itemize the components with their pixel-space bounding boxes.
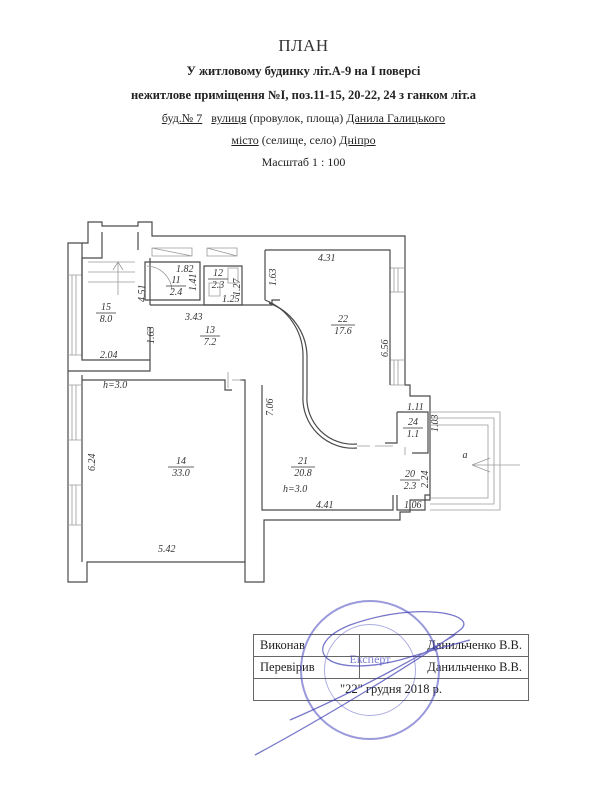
porch-a	[430, 411, 520, 511]
room-14-number: 14	[176, 456, 186, 467]
room-24-number: 24	[408, 417, 418, 428]
city-name: Дніпро	[339, 133, 376, 147]
svg-text:1.41: 1.41	[188, 274, 199, 292]
stamp-text: Експерт	[349, 652, 391, 666]
porch-label: а	[463, 450, 468, 461]
room-20-number: 20	[405, 469, 415, 480]
plan-subtitle-building: У житловому будинку літ.А-9 на І поверсі	[186, 64, 421, 78]
room-13-area: 7.2	[204, 337, 217, 348]
svg-text:5.42: 5.42	[158, 544, 176, 555]
svg-text:7.06: 7.06	[265, 399, 276, 417]
street-hint: (провулок, площа)	[249, 111, 344, 125]
scale-label: Масштаб 1 : 100	[261, 155, 346, 169]
room-15-number: 15	[101, 302, 111, 313]
room-22-walls	[264, 249, 391, 449]
svg-text:1.82: 1.82	[176, 264, 194, 275]
room-11-area: 2.4	[170, 287, 183, 298]
room-24-area: 1.1	[407, 429, 420, 440]
svg-text:4.31: 4.31	[318, 253, 336, 264]
city-line: місто (селище, село) Дніпро	[0, 133, 607, 148]
svg-text:1.25: 1.25	[222, 294, 240, 305]
room-15-area: 8.0	[100, 314, 113, 325]
room-14-area: 33.0	[171, 468, 190, 479]
svg-text:1.11: 1.11	[407, 402, 424, 413]
svg-text:6.24: 6.24	[87, 454, 98, 472]
stamp-inner-ring	[324, 624, 416, 716]
room-labels: 11 2.4 12 2.3 13 7.2 14 33.0 15 8.0 20 2…	[96, 268, 468, 495]
street-name: Данила Галицького	[346, 111, 446, 125]
city-label: місто	[231, 133, 259, 147]
city-hint: (селище, село)	[261, 133, 337, 147]
svg-text:1.03: 1.03	[430, 415, 441, 433]
room-22-area: 17.6	[334, 326, 352, 337]
plan-subtitle-premises: нежитлове приміщення №I, поз.11-15, 20-2…	[130, 88, 477, 102]
svg-text:1.27: 1.27	[232, 278, 243, 297]
room-11-number: 11	[171, 275, 180, 286]
outer-walls	[67, 221, 431, 583]
svg-text:1.63: 1.63	[268, 269, 279, 287]
svg-text:6.56: 6.56	[380, 340, 391, 358]
room-21-number: 21	[298, 456, 308, 467]
room-13-14-walls	[82, 299, 280, 562]
svg-text:4.41: 4.41	[316, 500, 334, 511]
room-12-area: 2.3	[212, 280, 225, 291]
plan-title: ПЛАН	[278, 36, 329, 55]
svg-text:1.63: 1.63	[146, 327, 157, 345]
svg-text:3.43: 3.43	[184, 312, 203, 323]
room-22-number: 22	[338, 314, 348, 325]
dimension-labels: 1.82 1.41 1.27 1.25 4.51 3.43 1.63 2.04 …	[87, 253, 441, 555]
room-20-24-walls	[385, 411, 430, 511]
street-label: вулиця	[211, 111, 247, 125]
address-line: буд.№ 7 вулиця (провулок, площа) Данила …	[0, 111, 607, 126]
room-14-height: h=3.0	[103, 380, 127, 391]
svg-text:2.04: 2.04	[100, 350, 118, 361]
room-21-area: 20.8	[294, 468, 312, 479]
svg-text:4.51: 4.51	[137, 285, 148, 303]
svg-text:1.06: 1.06	[404, 500, 422, 511]
svg-text:2.24: 2.24	[420, 471, 431, 489]
official-stamp: Експерт	[300, 600, 440, 740]
room-13-number: 13	[205, 325, 215, 336]
room-12-number: 12	[213, 268, 223, 279]
room-21-height: h=3.0	[283, 484, 307, 495]
building-number: буд.№ 7	[161, 111, 203, 125]
room-20-area: 2.3	[404, 481, 417, 492]
room-21-walls	[261, 385, 394, 511]
room-15-walls	[68, 258, 151, 372]
